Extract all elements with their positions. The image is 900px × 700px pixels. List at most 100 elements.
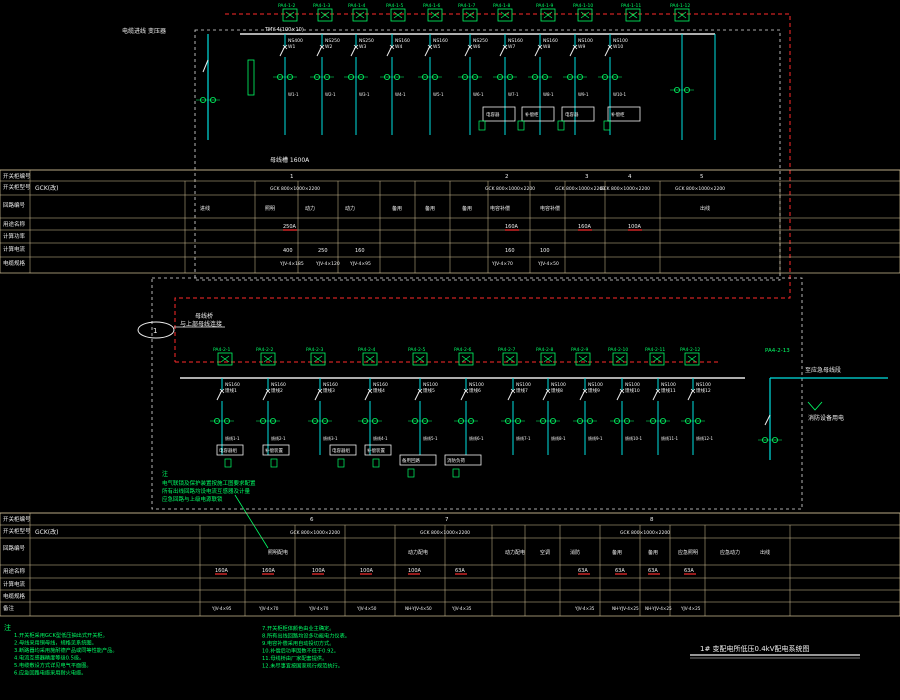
top-load-label-4: 补偿柜 bbox=[611, 111, 625, 118]
top-table-grid bbox=[0, 169, 900, 273]
bottom-feeder-5-breaker-label: NS100 bbox=[423, 382, 438, 388]
top-feeder-3-cable-label: W3-1 bbox=[359, 92, 370, 97]
notes-right-column: 7.开关柜柜体颜色由业主确定。8.所有出线回路均设多功能电力仪表。9.电容补偿采… bbox=[262, 624, 350, 670]
bottom-purpose-7: 备用 bbox=[648, 549, 658, 556]
bottom-feeders: NS160馈线1馈线1-1NS160馈线2馈线2-1NS160馈线3馈线3-1N… bbox=[210, 378, 823, 455]
bottom-red-mark-6: 63A bbox=[455, 568, 465, 574]
link-callout-ellipse bbox=[137, 321, 175, 339]
top-feeder-9-breaker-label: NS100 bbox=[578, 38, 593, 44]
top-feeder-4-breaker-x bbox=[389, 44, 395, 50]
right-riser-switch bbox=[764, 414, 771, 426]
notes-left-line-2: 2.母线采用铜母线，规格见系统图。 bbox=[14, 639, 97, 647]
top-tag-10-label: PA4-1-11 bbox=[621, 3, 641, 9]
top-purpose-7: 备用 bbox=[462, 205, 472, 212]
top-load-box-4 bbox=[607, 106, 641, 122]
top-purpose-5: 备用 bbox=[392, 205, 402, 212]
bottom-feeder-2-breaker-label: NS160 bbox=[271, 382, 286, 388]
middle-link: 1 母线桥 与上部母线连接 bbox=[137, 277, 803, 510]
top-feeder-3-feeder-label: W3 bbox=[359, 44, 366, 50]
bottom-cab-model-3: GCK 800×1000×2200 bbox=[620, 530, 670, 536]
top-feeder-1-breaker-label: NS400 bbox=[288, 38, 303, 44]
top-tag-11-label: PA4-1-12 bbox=[670, 3, 690, 9]
bottom-purpose-4: 空调 bbox=[540, 549, 550, 556]
bottom-feeder-4-cable-label: 馈线4-1 bbox=[373, 435, 388, 441]
right-arrow bbox=[807, 401, 823, 411]
green-note-line-1: 电气联锁及保护装置按施工图要求配置 bbox=[162, 479, 256, 487]
bus-note: TMY-4(100×10) bbox=[264, 27, 304, 33]
bottom-load-meter-5 bbox=[407, 468, 415, 478]
bottom-feeder-7-feeder-label: 馈线7 bbox=[516, 387, 528, 394]
bottom-tag-10-box-cross bbox=[615, 355, 625, 363]
top-feeder-3-breaker-x bbox=[353, 44, 359, 50]
notes-right-line-4: 10.补偿后功率因数不低于0.92。 bbox=[262, 647, 339, 655]
bottom-tag-7-box-cross bbox=[505, 355, 515, 363]
top-feeder-2-breaker-label: NS250 bbox=[325, 38, 340, 44]
bottom-load-label-6: 消防负荷 bbox=[447, 457, 465, 464]
top-tag-10-box bbox=[625, 8, 641, 22]
title-block: 1# 变配电所低压0.4kV配电系统图 bbox=[690, 644, 860, 659]
top-feeder-1-breaker-x bbox=[282, 44, 288, 50]
bottom-purpose-6: 备用 bbox=[612, 549, 622, 556]
bottom-feeder-10-breaker-x bbox=[619, 388, 625, 394]
bottom-tag-1-label: PA4-2-1 bbox=[213, 347, 230, 353]
top-load-meter-2 bbox=[517, 120, 525, 131]
bottom-tag-5-label: PA4-2-5 bbox=[408, 347, 425, 353]
top-table-row-label-3: 回路编号 bbox=[3, 201, 26, 209]
top-feeder-10-cable-label: W10-1 bbox=[613, 92, 626, 97]
link-label: 母线桥 bbox=[195, 312, 213, 320]
notes-left-line-5: 5.电缆敷设方式详见电气平面图。 bbox=[14, 661, 92, 669]
bottom-load-box-3 bbox=[329, 444, 357, 456]
bottom-feeder-10-cable-label: 馈线10-1 bbox=[625, 435, 643, 441]
bottom-feeder-9-breaker-label: NS100 bbox=[588, 382, 603, 388]
bottom-tag-4-box-cross bbox=[365, 355, 375, 363]
bottom-tag-12-box bbox=[684, 352, 700, 366]
drawing-title: 1# 变配电所低压0.4kV配电系统图 bbox=[700, 644, 810, 653]
bottom-red-mark-10: 63A bbox=[684, 568, 694, 574]
bottom-feeder-6-cable-label: 馈线6-1 bbox=[469, 435, 484, 441]
top-red-mark-1: 250A bbox=[283, 224, 297, 230]
bottom-purpose-5: 消防 bbox=[570, 549, 580, 556]
bottom-feeder-1-feeder-label: 馈线1 bbox=[225, 387, 237, 394]
bottom-tag-1-box-cross bbox=[220, 355, 230, 363]
bottom-load-meter-2 bbox=[270, 458, 278, 468]
top-tag-6-box bbox=[462, 8, 478, 22]
bottom-feeder-4-breaker-x bbox=[367, 388, 373, 394]
top-cable-2: YJV-4×120 bbox=[315, 261, 340, 267]
top-feeder-8-feeder-label: W8 bbox=[543, 44, 550, 50]
green-note-leader bbox=[234, 494, 269, 549]
top-red-mark-2: 160A bbox=[505, 224, 519, 230]
green-note-line-3: 应急回路与上级电源联锁 bbox=[162, 495, 223, 503]
incoming-note-1: 电缆进线 bbox=[122, 27, 146, 35]
notes-right-line-6: 12.未尽事宜按国家现行规范执行。 bbox=[262, 662, 343, 670]
bottom-feeder-7-breaker-label: NS100 bbox=[516, 382, 531, 388]
top-purpose-1: 进线 bbox=[200, 205, 210, 212]
bottom-cable-6: YJV-4×35 bbox=[451, 606, 472, 611]
top-tag-6-box-cross bbox=[465, 11, 475, 19]
notes-block: 注 1.开关柜采用GCK型低压抽出式开关柜。2.母线采用铜母线，规格见系统图。3… bbox=[4, 623, 350, 677]
top-feeder-5-cable-label: W5-1 bbox=[433, 92, 444, 97]
top-feeder-4-feeder-label: W4 bbox=[395, 44, 402, 50]
bottom-cable-10: YJV-4×25 bbox=[680, 606, 701, 611]
top-cab-model-4: GCK 800×1000×2200 bbox=[600, 186, 650, 192]
bottom-feeder-4-breaker-label: NS160 bbox=[373, 382, 388, 388]
top-cab-model-2: GCK 800×1000×2200 bbox=[485, 186, 535, 192]
top-tag-9-box-cross bbox=[580, 11, 590, 19]
bottom-tag-11-label: PA4-2-11 bbox=[645, 347, 665, 353]
bottom-load-box-1 bbox=[216, 444, 244, 456]
top-feeder-5-feeder-label: W5 bbox=[433, 44, 440, 50]
top-feeder-1-feeder-label: W1 bbox=[288, 44, 295, 50]
top-table-first-value: GCK(改) bbox=[35, 184, 58, 192]
top-feeder-2-breaker-x bbox=[319, 44, 325, 50]
bottom-feeder-3-feeder-label: 馈线3 bbox=[323, 387, 335, 394]
top-feeder-6-cable-label: W6-1 bbox=[473, 92, 484, 97]
top-feeder-3-breaker-label: NS250 bbox=[359, 38, 374, 44]
bottom-feeder-1-breaker-x bbox=[219, 388, 225, 394]
bottom-tag-3-box-cross bbox=[313, 355, 323, 363]
top-feeder-2-feeder-label: W2 bbox=[325, 44, 332, 50]
bottom-purpose-1: 照明配电 bbox=[268, 549, 288, 556]
top-feeder-10-feeder-label: W10 bbox=[613, 44, 623, 50]
bottom-enclosure bbox=[151, 277, 803, 510]
top-tag-1-box-cross bbox=[285, 11, 295, 19]
top-feeder-2-cable-label: W2-1 bbox=[325, 92, 336, 97]
bottom-tag-1-box bbox=[217, 352, 233, 366]
